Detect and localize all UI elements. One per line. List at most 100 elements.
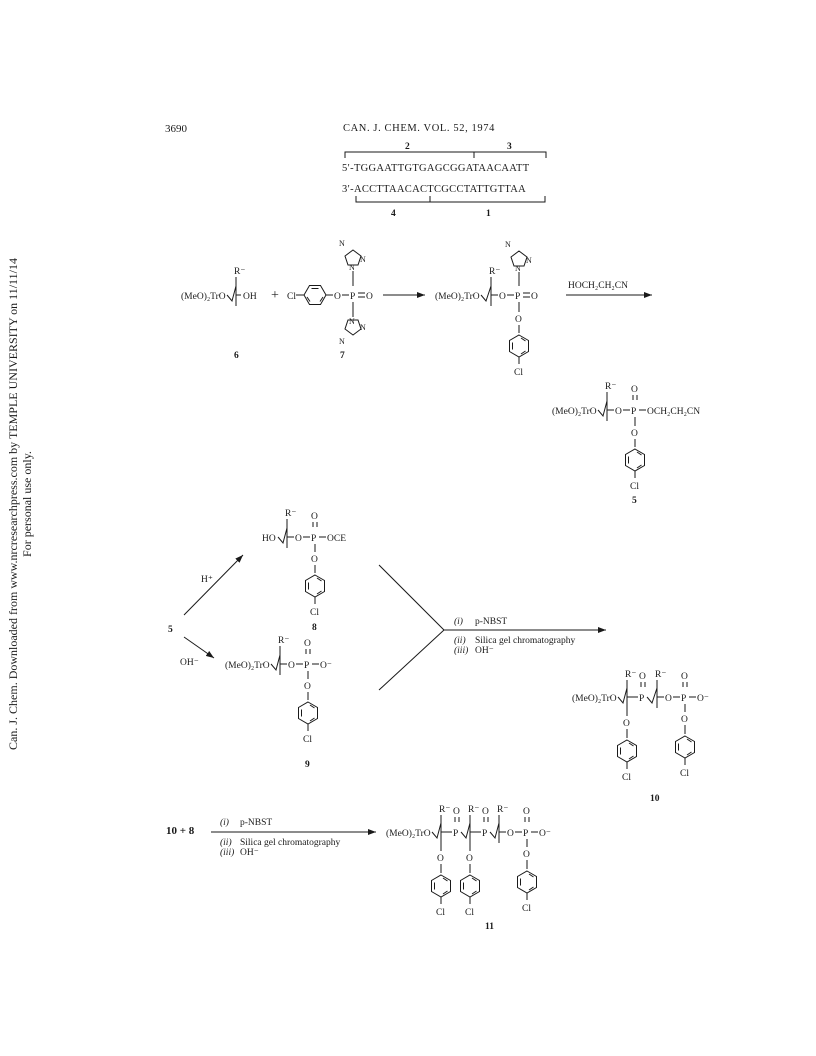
phosphorus: P (350, 292, 355, 302)
step-3-number: (iii) (454, 645, 468, 656)
r-group: R⁻ (489, 267, 500, 277)
start-compound-5: 5 (168, 625, 173, 635)
oxyanion: O⁻ (697, 694, 709, 704)
step-1-number: (i) (220, 817, 229, 828)
oxygen: O (665, 694, 672, 704)
label-10: 10 (650, 794, 660, 804)
chlorine: Cl (436, 908, 445, 918)
oxygen: O (304, 639, 311, 649)
oxygen: O (437, 854, 444, 864)
bracket-1 (429, 196, 546, 203)
nitrogen: N (360, 323, 366, 332)
r-group: R⁻ (497, 805, 508, 815)
oxygen: O (681, 715, 688, 725)
oxygen: O (523, 807, 530, 817)
compound-10: (MeO)₂TrO R⁻ O Cl P O R⁻ O P O⁻ (572, 670, 709, 804)
bracket-label-2: 2 (405, 142, 410, 152)
oxygen: O (681, 672, 688, 682)
r-group: R⁻ (468, 805, 479, 815)
chlorine: Cl (622, 773, 631, 783)
dmtr-group: (MeO)₂TrO (572, 693, 617, 704)
label-5: 5 (632, 496, 637, 506)
scheme-3: 10 + 8 (i) p-NBST (ii) Silica gel chroma… (166, 805, 551, 932)
hydroxyl: OH (243, 292, 257, 302)
label-9: 9 (305, 760, 310, 770)
nitrogen: N (349, 263, 355, 272)
label-8: 8 (312, 623, 317, 633)
oxygen: O (304, 682, 311, 692)
dmtr-group: (MeO)₂TrO (435, 291, 480, 302)
chlorine: Cl (680, 769, 689, 779)
reagent-hydroxypropionitrile: HOCH₂CH₂CN (568, 281, 628, 291)
cyanoethoxy: OCE (327, 534, 346, 544)
step-1-reagent: p-NBST (240, 818, 272, 828)
compound-5: (MeO)₂TrO R⁻ O P OCH₂CH₂CN O O Cl 5 (552, 382, 700, 506)
r-group: R⁻ (625, 670, 636, 680)
oxygen: O (639, 672, 646, 682)
r-group: R⁻ (234, 267, 245, 277)
oxygen: O (631, 385, 638, 395)
phosphorus: P (523, 829, 528, 839)
step-3-reagent: OH⁻ (475, 646, 494, 656)
converge-line-bottom (378, 629, 445, 691)
hydroxyl: HO (262, 534, 276, 544)
oxygen: O (288, 661, 295, 671)
oxyanion: O⁻ (539, 829, 551, 839)
plus-sign: + (271, 288, 279, 303)
acid-reagent: H⁺ (201, 575, 213, 585)
base-reagent: OH⁻ (180, 658, 199, 668)
chlorine: Cl (310, 608, 319, 618)
r-group: R⁻ (278, 636, 289, 646)
compound-11: (MeO)₂TrO R⁻ O Cl P O R⁻ O Cl P (386, 805, 551, 932)
dmtr-group: (MeO)₂TrO (225, 660, 270, 671)
chlorine: Cl (287, 292, 296, 302)
step-2-reagent: Silica gel chromatography (240, 838, 340, 848)
step-2-reagent: Silica gel chromatography (475, 636, 575, 646)
phosphorus: P (681, 694, 686, 704)
dmtr-group: (MeO)₂TrO (386, 828, 431, 839)
chlorine: Cl (514, 368, 523, 378)
oxygen: O (523, 850, 530, 860)
base-arrow (183, 636, 215, 659)
bracket-label-4: 4 (391, 209, 396, 219)
top-strand: 5′-TGGAATTGTGAGCGGATAACAATT (342, 163, 530, 174)
step-3-number: (iii) (220, 847, 234, 858)
nitrogen: N (349, 317, 355, 326)
compound-6: (MeO)₂TrO OH R⁻ 6 (181, 267, 257, 361)
oxygen: O (466, 854, 473, 864)
oxygen: O (453, 807, 460, 817)
nitrogen: N (515, 264, 521, 273)
oxygen: O (531, 292, 538, 302)
bracket-label-3: 3 (507, 142, 512, 152)
nitrogen: N (339, 239, 345, 248)
oxygen: O (623, 719, 630, 729)
oxyanion: O⁻ (320, 661, 332, 671)
phosphorylated-intermediate: (MeO)₂TrO R⁻ O P O N N N O Cl (435, 240, 538, 378)
nitrogen: N (339, 337, 345, 346)
nitrogen: N (505, 240, 511, 249)
oxygen: O (311, 512, 318, 522)
reactants-10-plus-8: 10 + 8 (166, 825, 195, 837)
chlorine: Cl (303, 735, 312, 745)
running-head: CAN. J. CHEM. VOL. 52, 1974 (343, 123, 495, 134)
phosphorus: P (631, 407, 636, 417)
bracket-3 (473, 151, 547, 158)
label-11: 11 (485, 922, 494, 932)
r-group: R⁻ (605, 382, 616, 392)
oxygen: O (499, 292, 506, 302)
step-1-reagent: p-NBST (475, 617, 507, 627)
dna-duplex: 2 3 5′-TGGAATTGTGAGCGGATAACAATT 3′-ACCTT… (342, 142, 547, 219)
bracket-2 (344, 151, 475, 158)
bracket-4 (355, 196, 431, 203)
chlorine: Cl (465, 908, 474, 918)
scheme-2: 5 H⁺ OH⁻ HO R⁻ O P OCE O O Cl 8 (168, 509, 709, 804)
oxygen: O (615, 407, 622, 417)
chlorine: Cl (522, 904, 531, 914)
acid-arrow (183, 554, 244, 616)
page-number: 3690 (165, 123, 187, 135)
cyanoethyl-chain: OCH₂CH₂CN (647, 407, 700, 417)
r-group: R⁻ (655, 670, 666, 680)
oxygen: O (507, 829, 514, 839)
oxygen: O (366, 292, 373, 302)
